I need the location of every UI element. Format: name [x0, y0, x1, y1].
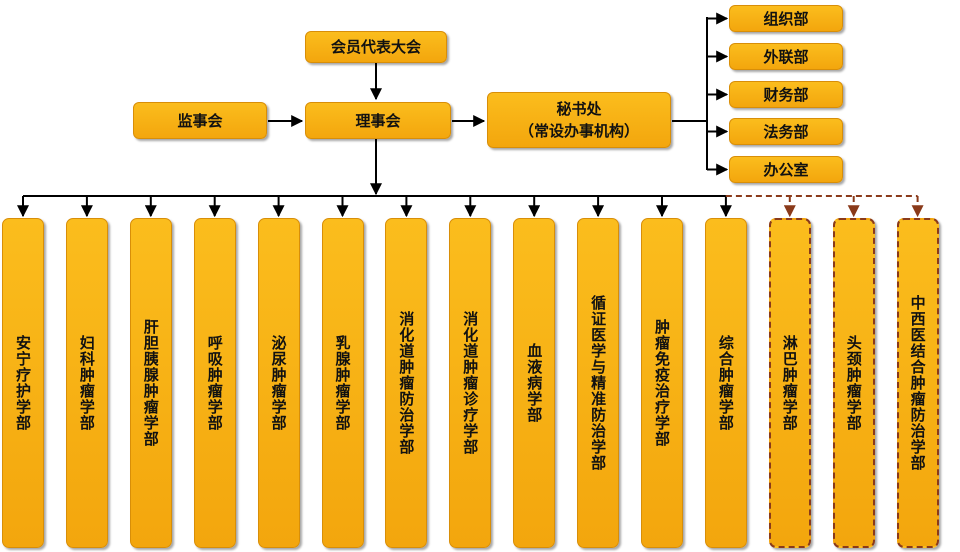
member-assembly-label: 会员代表大会 — [330, 38, 421, 56]
office-label: 外联部 — [763, 47, 809, 66]
department-label: 循证医学与精准防治学部 — [589, 295, 608, 471]
department-label: 淋巴肿瘤学部 — [780, 335, 799, 431]
department-box: 泌尿肿瘤学部 — [257, 218, 300, 548]
department-box: 消化道肿瘤诊疗学部 — [449, 218, 492, 548]
council-label: 理事会 — [355, 111, 401, 130]
supervisors-label: 监事会 — [177, 111, 223, 130]
office-label: 法务部 — [763, 122, 809, 141]
planned-department-box: 淋巴肿瘤学部 — [768, 218, 811, 548]
office-box: 办公室 — [729, 156, 843, 183]
department-label: 消化道肿瘤诊疗学部 — [461, 311, 480, 455]
office-label: 财务部 — [763, 85, 809, 104]
department-label: 安宁疗护学部 — [14, 335, 32, 431]
department-label: 泌尿肿瘤学部 — [269, 335, 288, 431]
department-box: 乳腺肿瘤学部 — [321, 218, 364, 548]
department-box: 综合肿瘤学部 — [704, 218, 747, 548]
secretariat-title: 秘书处 — [556, 100, 602, 118]
department-box: 肿瘤免疫治疗学部 — [641, 218, 683, 548]
department-box: 消化道肿瘤防治学部 — [385, 218, 428, 548]
department-box: 妇科肿瘤学部 — [65, 218, 108, 548]
supervisors-box: 监事会 — [133, 102, 267, 139]
department-label: 妇科肿瘤学部 — [77, 335, 96, 431]
office-label: 办公室 — [763, 160, 809, 179]
member-assembly-box: 会员代表大会 — [305, 31, 447, 63]
department-label: 乳腺肿瘤学部 — [333, 335, 352, 431]
department-label: 头颈肿瘤学部 — [844, 335, 863, 431]
secretariat-subtitle: （常设办事机构） — [518, 122, 639, 140]
office-box: 外联部 — [729, 43, 843, 70]
department-box: 安宁疗护学部 — [2, 218, 44, 548]
office-box: 组织部 — [729, 5, 843, 32]
department-box: 血液病学部 — [513, 218, 556, 548]
department-label: 肿瘤免疫治疗学部 — [653, 319, 671, 447]
planned-department-box: 头颈肿瘤学部 — [832, 218, 875, 548]
department-label: 呼吸肿瘤学部 — [205, 335, 224, 431]
department-label: 血液病学部 — [525, 343, 544, 423]
office-label: 组织部 — [763, 9, 809, 28]
department-label: 综合肿瘤学部 — [716, 335, 735, 431]
department-label: 肝胆胰腺肿瘤学部 — [141, 319, 160, 447]
office-box: 法务部 — [729, 118, 843, 145]
department-box: 呼吸肿瘤学部 — [193, 218, 236, 548]
department-box: 肝胆胰腺肿瘤学部 — [129, 218, 172, 548]
secretariat-box: 秘书处 （常设办事机构） — [487, 92, 671, 148]
planned-department-box: 中西医结合肿瘤防治学部 — [896, 218, 939, 548]
office-box: 财务部 — [729, 81, 843, 108]
council-box: 理事会 — [305, 102, 451, 139]
department-box: 循证医学与精准防治学部 — [577, 218, 620, 548]
department-label: 中西医结合肿瘤防治学部 — [908, 295, 927, 471]
department-label: 消化道肿瘤防治学部 — [397, 311, 416, 455]
